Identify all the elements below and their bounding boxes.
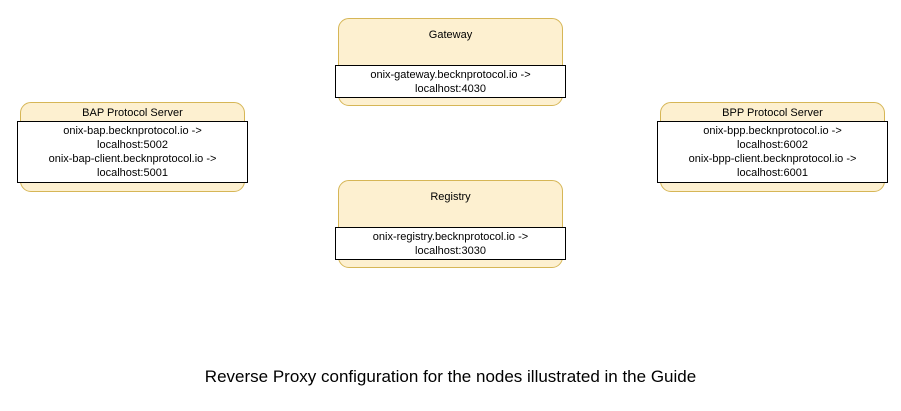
node-registry[interactable]: Registry onix-registry.becknprotocol.io … <box>335 180 566 268</box>
node-bpp-protocol-server-config-line: onix-bpp.becknprotocol.io -> <box>703 125 842 137</box>
node-bpp-protocol-server[interactable]: BPP Protocol Server onix-bpp.becknprotoc… <box>657 102 888 192</box>
node-registry-config-panel: onix-registry.becknprotocol.io -> localh… <box>335 227 566 260</box>
node-gateway-config-line: localhost:4030 <box>415 82 486 95</box>
node-bap-protocol-server-config-line: localhost:5001 <box>97 167 168 179</box>
node-bap-protocol-server-config-line: onix-bap.becknprotocol.io -> <box>63 125 202 137</box>
node-gateway[interactable]: Gateway onix-gateway.becknprotocol.io ->… <box>335 18 566 106</box>
node-gateway-config-panel: onix-gateway.becknprotocol.io -> localho… <box>335 65 566 98</box>
node-bap-protocol-server-config-line: onix-bap-client.becknprotocol.io -> <box>48 153 217 165</box>
node-bpp-protocol-server-config-line: onix-bpp-client.becknprotocol.io -> <box>688 153 857 165</box>
node-registry-title: Registry <box>430 191 471 203</box>
node-bpp-protocol-server-config-line: localhost:6001 <box>737 167 808 179</box>
node-gateway-config-line: onix-gateway.becknprotocol.io -> <box>370 68 531 81</box>
node-bpp-protocol-server-config-line: localhost:6002 <box>737 139 808 151</box>
node-bap-protocol-server[interactable]: BAP Protocol Server onix-bap.becknprotoc… <box>17 102 248 192</box>
diagram-caption: Reverse Proxy configuration for the node… <box>204 367 697 386</box>
node-gateway-title: Gateway <box>428 29 473 41</box>
node-bpp-protocol-server-config-panel: onix-bpp.becknprotocol.io -> localhost:6… <box>657 121 888 183</box>
node-registry-config-line: localhost:3030 <box>415 244 486 257</box>
node-bpp-protocol-server-title: BPP Protocol Server <box>722 107 823 119</box>
node-registry-config-line: onix-registry.becknprotocol.io -> <box>372 230 529 243</box>
node-bap-protocol-server-title: BAP Protocol Server <box>82 107 183 119</box>
node-bap-protocol-server-config-line: localhost:5002 <box>97 139 168 151</box>
node-bap-protocol-server-config-panel: onix-bap.becknprotocol.io -> localhost:5… <box>17 121 248 183</box>
